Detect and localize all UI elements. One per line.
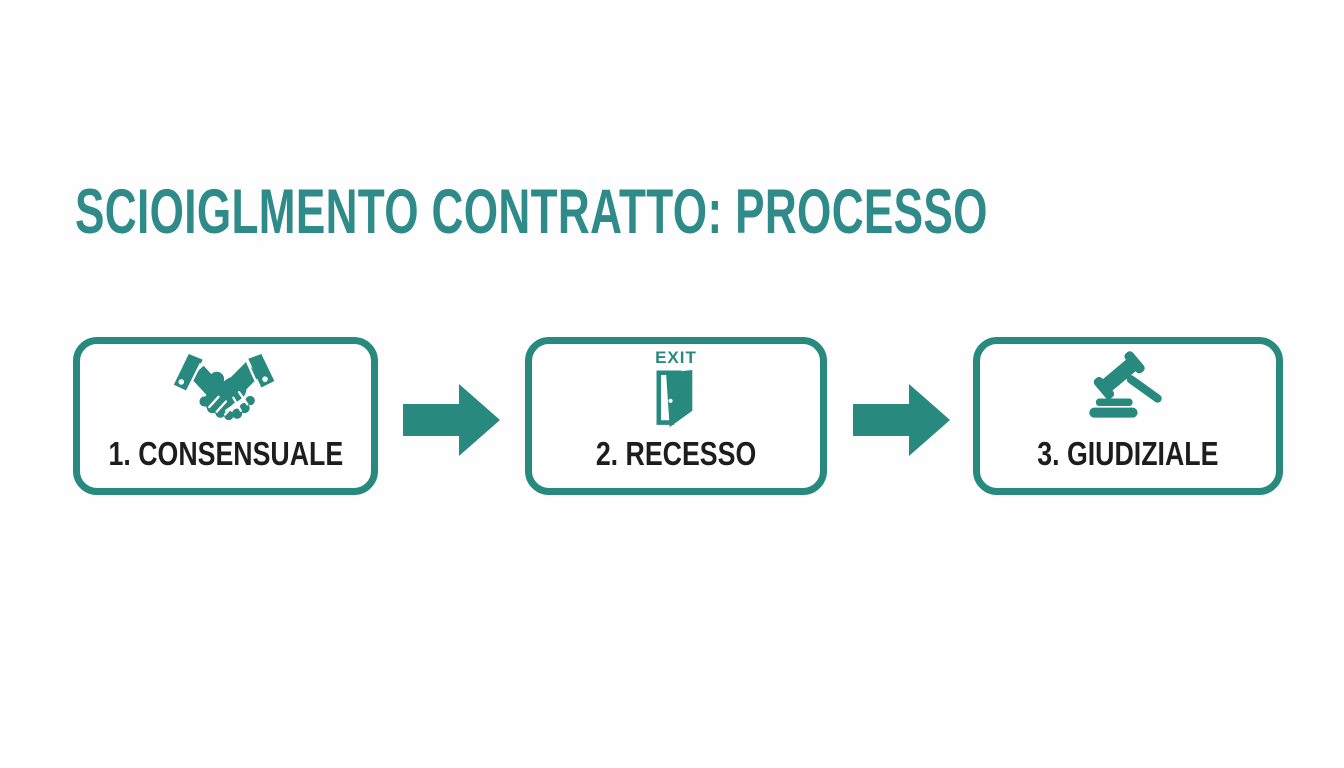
page-title: SCIOIGLMENTO CONTRATTO: PROCESSO (75, 177, 988, 247)
step-box-consensuale: 1. CONSENSUALE (73, 337, 378, 495)
handshake-icon (173, 354, 275, 421)
exit-sign-label: EXIT (655, 347, 697, 367)
step-3-icon-area (1084, 346, 1172, 430)
step-box-giudiziale: 3. GIUDIZIALE (973, 337, 1283, 495)
exit-door-icon (656, 369, 693, 427)
step-1-label: 1. CONSENSUALE (108, 435, 343, 472)
step-box-recesso: EXIT 2. RECESSO (525, 337, 827, 495)
flow-arrow-icon (403, 384, 500, 456)
step-2-label: 2. RECESSO (595, 435, 757, 472)
step-3-label: 3. GIUDIZIALE (1037, 435, 1219, 472)
gavel-icon (1089, 350, 1162, 418)
flow-arrow-icon (853, 384, 950, 456)
step-1-icon-area (172, 346, 279, 430)
step-2-icon-area: EXIT (655, 346, 697, 430)
